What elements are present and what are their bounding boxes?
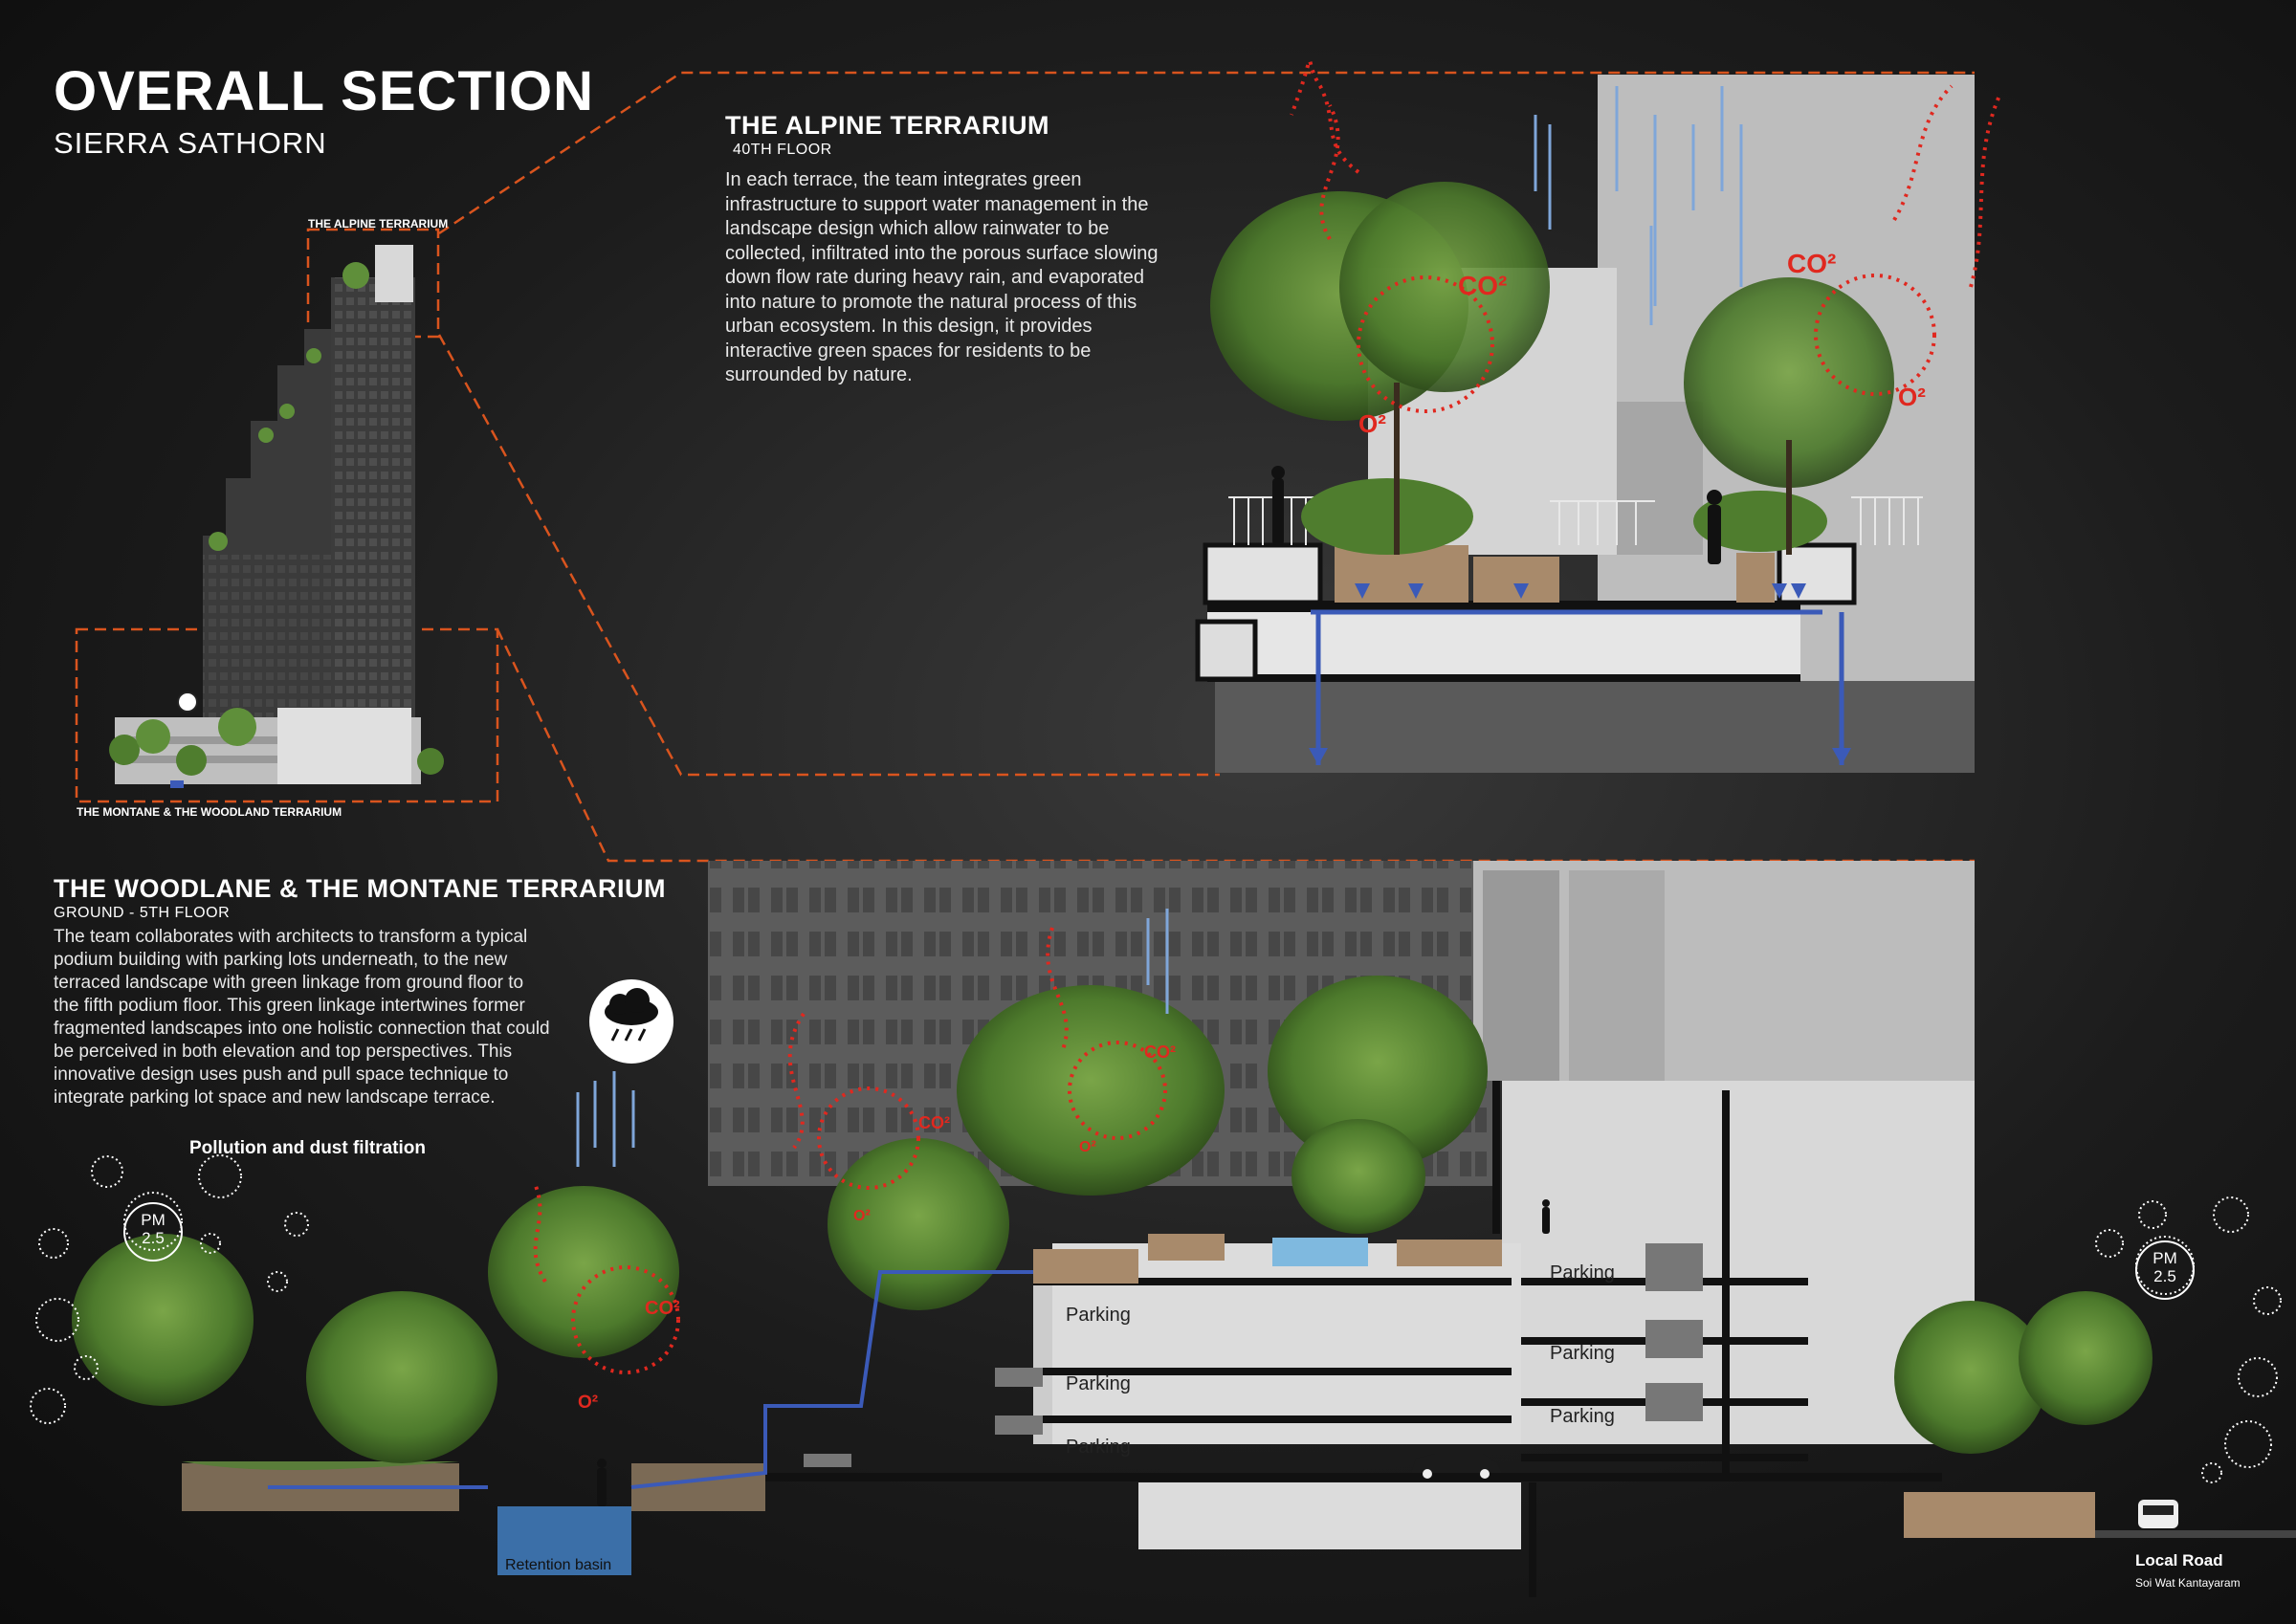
o2-label: O² xyxy=(1898,383,1926,411)
co2-label: CO² xyxy=(1144,1042,1176,1062)
co2-label: CO² xyxy=(1458,271,1507,300)
woodlane-title: THE WOODLANE & THE MONTANE TERRARIUM xyxy=(54,874,666,903)
alpine-title: THE ALPINE TERRARIUM xyxy=(725,111,1049,140)
retention-basin xyxy=(497,1506,631,1575)
down-arrow-icon xyxy=(1309,748,1328,765)
alpine-section xyxy=(1195,58,2001,773)
rain-cloud-icon xyxy=(589,979,673,1064)
overview-label-montane: THE MONTANE & THE WOODLAND TERRARIUM xyxy=(77,805,342,819)
down-arrow-icon xyxy=(1832,748,1851,765)
co2-label: CO² xyxy=(1787,249,1836,278)
car-icon xyxy=(1411,1454,1502,1479)
pm-label-right: PM 2.5 xyxy=(2152,1249,2177,1285)
parking-label: Parking xyxy=(1066,1437,1131,1458)
pm-particles-left xyxy=(30,1154,309,1424)
local-road-label: Local Road xyxy=(2135,1551,2223,1569)
parking-label: Parking xyxy=(1550,1406,1615,1427)
o2-label: O² xyxy=(853,1208,871,1224)
pm-label-left: PM 2.5 xyxy=(141,1211,166,1247)
alpine-floor: 40TH FLOOR xyxy=(733,142,832,158)
overview-tower xyxy=(109,245,444,788)
parking-label: Parking xyxy=(1550,1343,1615,1364)
o2-label: O² xyxy=(1079,1139,1096,1155)
rain-lines xyxy=(1534,86,1743,325)
page-title: OVERALL SECTION xyxy=(54,60,594,122)
pedestrian-icon xyxy=(1272,478,1284,545)
pedestrian-icon xyxy=(597,1468,607,1506)
co2-label: CO² xyxy=(918,1113,950,1132)
parking-label: Parking xyxy=(1066,1373,1131,1394)
alpine-description: In each terrace, the team integrates gre… xyxy=(725,169,1159,385)
carbon-cycle-arrows xyxy=(1290,58,2001,413)
woodlane-section xyxy=(30,861,2296,1597)
pollution-label: Pollution and dust filtration xyxy=(189,1138,426,1158)
o2-label: O² xyxy=(1358,409,1386,438)
retention-basin-label: Retention basin xyxy=(505,1557,612,1573)
parking-label: Parking xyxy=(1066,1305,1131,1326)
o2-label: O² xyxy=(578,1393,598,1413)
co2-label: CO² xyxy=(645,1298,680,1319)
car-icon-road xyxy=(2138,1500,2178,1528)
page-subtitle: SIERRA SATHORN xyxy=(54,126,327,160)
woodlane-floor: GROUND - 5TH FLOOR xyxy=(54,905,231,921)
woodlane-description: The team collaborates with architects to… xyxy=(54,927,550,1108)
overview-label-alpine: THE ALPINE TERRARIUM xyxy=(308,217,448,230)
road-name-label: Soi Wat Kantayaram xyxy=(2135,1576,2241,1590)
parking-label: Parking xyxy=(1550,1262,1615,1284)
